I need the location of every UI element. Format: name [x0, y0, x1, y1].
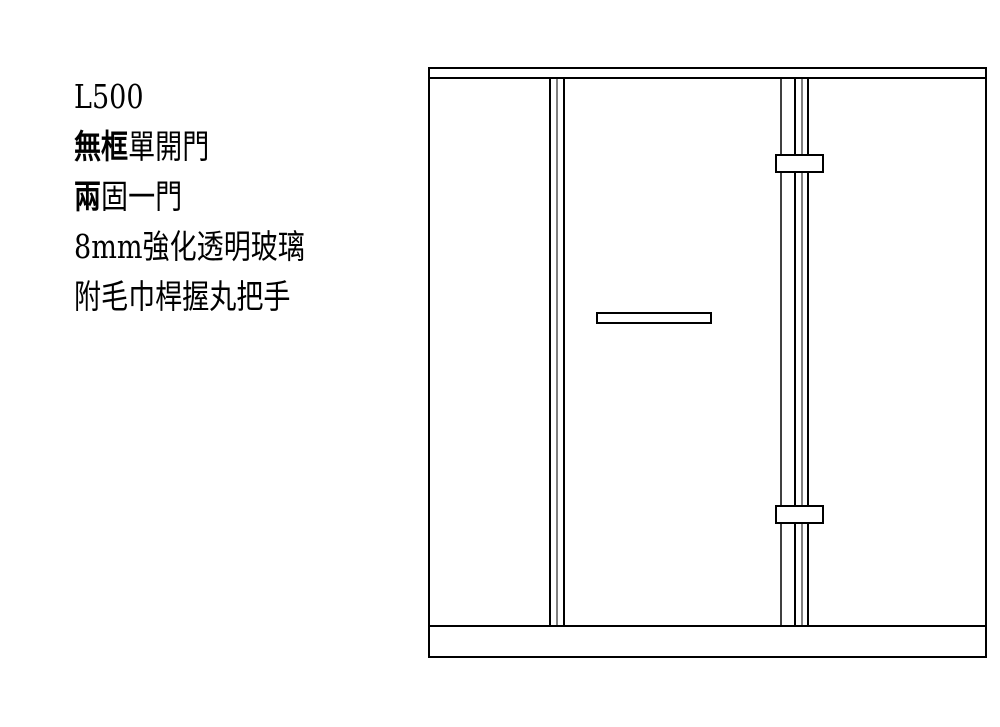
spec-line-handle: 附毛巾桿握丸把手: [74, 277, 291, 316]
outer-frame: [428, 67, 987, 658]
lower-hinge: [775, 505, 824, 524]
spec-text: L500 無框單開門 兩固一門 8mm強化透明玻璃 附毛巾桿握丸把手: [74, 72, 345, 322]
towel-bar-handle: [596, 312, 712, 324]
upper-hinge: [775, 154, 824, 173]
spec-line-panels: 兩固一門: [74, 172, 345, 222]
spec-line-glass: 8mm強化透明玻璃: [74, 227, 305, 266]
spec-line-panels-bold: 兩: [74, 177, 102, 216]
spec-line-panels-rest: 固一門: [101, 177, 183, 216]
spec-line-frameless-rest: 單開門: [128, 127, 210, 166]
spec-line-frameless-bold: 無框: [74, 127, 129, 166]
spec-line-frameless: 無框單開門: [74, 122, 345, 172]
model-name: L500: [74, 77, 144, 116]
